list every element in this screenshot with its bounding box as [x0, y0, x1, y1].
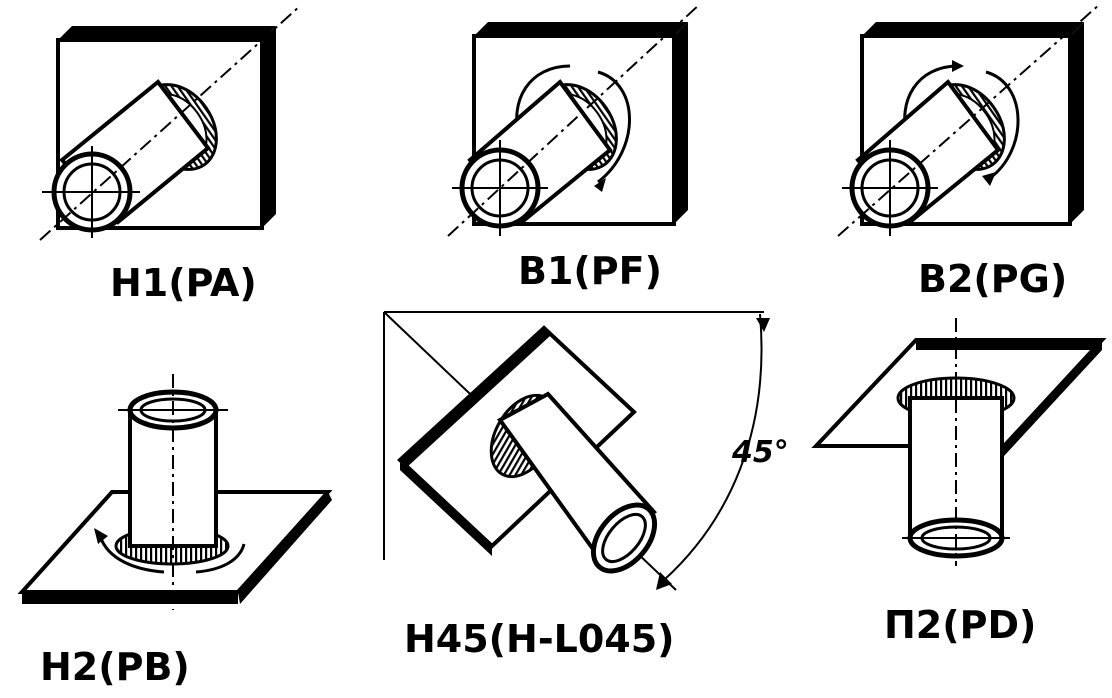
figure-h1-pa: H1(PA): [39, 5, 301, 305]
plate-top-edge: [400, 328, 550, 468]
pipe-axis: [447, 3, 701, 237]
plate-side-edge: [1004, 340, 1102, 456]
label-b2-pg: B2(PG): [918, 257, 1067, 301]
plate-side-edge: [238, 492, 332, 604]
label-h2-pb: H2(PB): [40, 645, 190, 689]
figure-b1-pf: B1(PF): [447, 3, 701, 293]
plate-top-edge: [916, 340, 1102, 350]
pipe-axis: [837, 3, 1101, 237]
figure-b2-pg: B2(PG): [837, 3, 1101, 301]
arrowhead: [594, 178, 606, 192]
plate-top-edge: [474, 22, 688, 36]
figure-h45: 45° H45(H-L045): [383, 311, 789, 661]
label-h45: H45(H-L045): [404, 617, 675, 661]
travel-arrow-left: [98, 535, 165, 574]
plate-top-edge: [862, 22, 1084, 36]
label-b1-pf: B1(PF): [518, 249, 662, 293]
label-p2-pd: П2(PD): [884, 603, 1036, 647]
arrowhead: [952, 60, 964, 72]
figure-p2-pd: П2(PD): [811, 318, 1107, 647]
pipe-body: [128, 408, 218, 548]
travel-arrow-right: [597, 70, 631, 184]
arrowhead: [94, 528, 108, 544]
angle-arc: [663, 313, 763, 581]
plate-top-edge: [58, 26, 276, 40]
pipe-end-inner: [601, 512, 647, 564]
plate-front-edge: [22, 592, 238, 604]
arrowhead: [756, 318, 770, 332]
plate-side-edge: [400, 460, 492, 556]
pipe-axis: [39, 5, 301, 241]
travel-arrow-right: [985, 70, 1020, 180]
arrowhead: [656, 572, 672, 590]
angle-label: 45°: [731, 435, 789, 470]
plate-edge: [262, 26, 276, 228]
arrowhead: [982, 172, 996, 186]
plate-edge: [1070, 22, 1084, 224]
plate-edge: [674, 22, 688, 224]
label-h1-pa: H1(PA): [110, 261, 257, 305]
figure-h2-pb: H2(PB): [17, 374, 333, 689]
travel-arrow-right: [195, 543, 246, 574]
